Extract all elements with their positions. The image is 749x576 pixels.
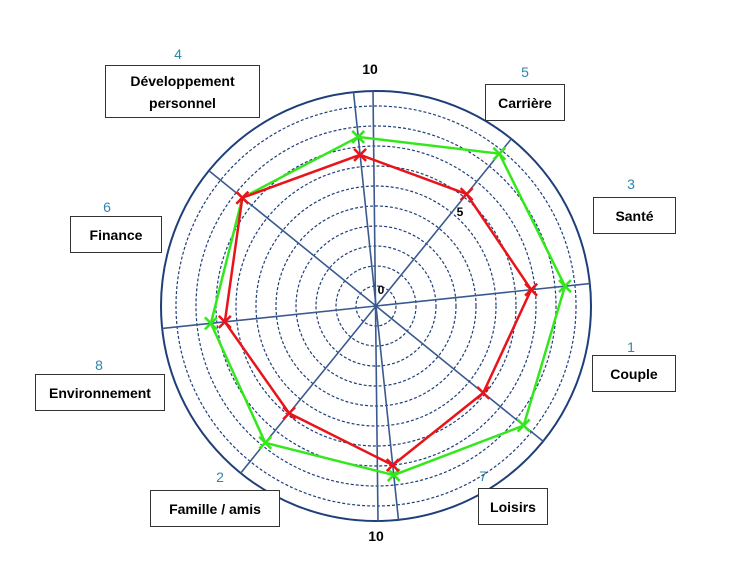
grid-ring-9	[195, 125, 557, 487]
marker-stroke	[235, 190, 250, 205]
marker-stroke	[351, 130, 366, 144]
mid-scale-label: 5	[456, 205, 464, 219]
center-scale-label: 0	[377, 283, 385, 297]
series-green-marker-2	[516, 418, 531, 433]
category-number-famille: 2	[216, 469, 224, 485]
series-red-marker-6	[235, 190, 250, 205]
marker-stroke	[492, 146, 507, 161]
grid-ring-7	[235, 165, 517, 447]
marker-stroke	[217, 315, 232, 329]
series-green-marker-1	[558, 279, 572, 294]
category-number-finance: 6	[103, 199, 111, 215]
marker-stroke	[385, 458, 400, 473]
spoke-1	[375, 282, 590, 307]
category-number-environnement: 8	[95, 357, 103, 373]
series-red-marker-3	[385, 458, 400, 473]
marker-stroke	[516, 418, 531, 433]
grid-ring-3	[315, 245, 437, 367]
category-label-finance: Finance	[70, 216, 162, 253]
category-number-carriere: 5	[521, 64, 529, 80]
spoke-3	[375, 305, 400, 520]
category-label-carriere: Carrière	[485, 84, 565, 121]
series-red-marker-4	[282, 406, 297, 421]
category-number-sante: 3	[627, 176, 635, 192]
series-red-marker-7	[353, 147, 367, 162]
series-green-marker-7	[351, 130, 366, 144]
spoke-6	[208, 170, 377, 307]
category-label-loisirs: Loisirs	[478, 488, 548, 525]
series-layer	[204, 130, 572, 482]
series-red-marker-5	[217, 315, 232, 329]
category-label-developpement-personnel: Développement personnel	[105, 65, 260, 118]
marker-stroke	[476, 385, 491, 400]
vertical-axis-line	[372, 90, 379, 522]
spoke-7	[352, 92, 377, 307]
spoke-5	[162, 305, 377, 330]
spoke-2	[375, 305, 544, 442]
marker-stroke	[524, 282, 539, 297]
category-number-couple: 1	[627, 339, 635, 355]
series-red-marker-2	[476, 385, 491, 400]
top-scale-label: 10	[362, 61, 378, 77]
category-number-loisirs: 7	[479, 468, 487, 484]
marker-stroke	[282, 406, 297, 421]
bottom-scale-label: 10	[368, 528, 384, 544]
marker-stroke	[204, 316, 218, 331]
outer-circle	[160, 90, 592, 522]
series-green-marker-4	[258, 435, 273, 450]
category-label-famille-amis: Famille / amis	[150, 490, 280, 527]
category-label-environnement: Environnement	[35, 374, 165, 411]
series-green-marker-8	[492, 146, 507, 161]
marker-stroke	[558, 279, 572, 294]
spoke-8	[375, 138, 512, 307]
series-red-line	[223, 153, 533, 467]
series-red-marker-1	[524, 282, 539, 297]
series-green-marker-5	[204, 316, 218, 331]
grid-ring-6	[255, 185, 497, 427]
grid-ring-10	[175, 105, 577, 507]
marker-stroke	[459, 187, 474, 201]
marker-stroke	[353, 147, 367, 162]
category-number-developpement: 4	[174, 46, 182, 62]
category-label-sante: Santé	[593, 197, 676, 234]
category-label-couple: Couple	[592, 355, 676, 392]
marker-stroke	[258, 435, 273, 450]
series-red-marker-8	[459, 187, 474, 201]
